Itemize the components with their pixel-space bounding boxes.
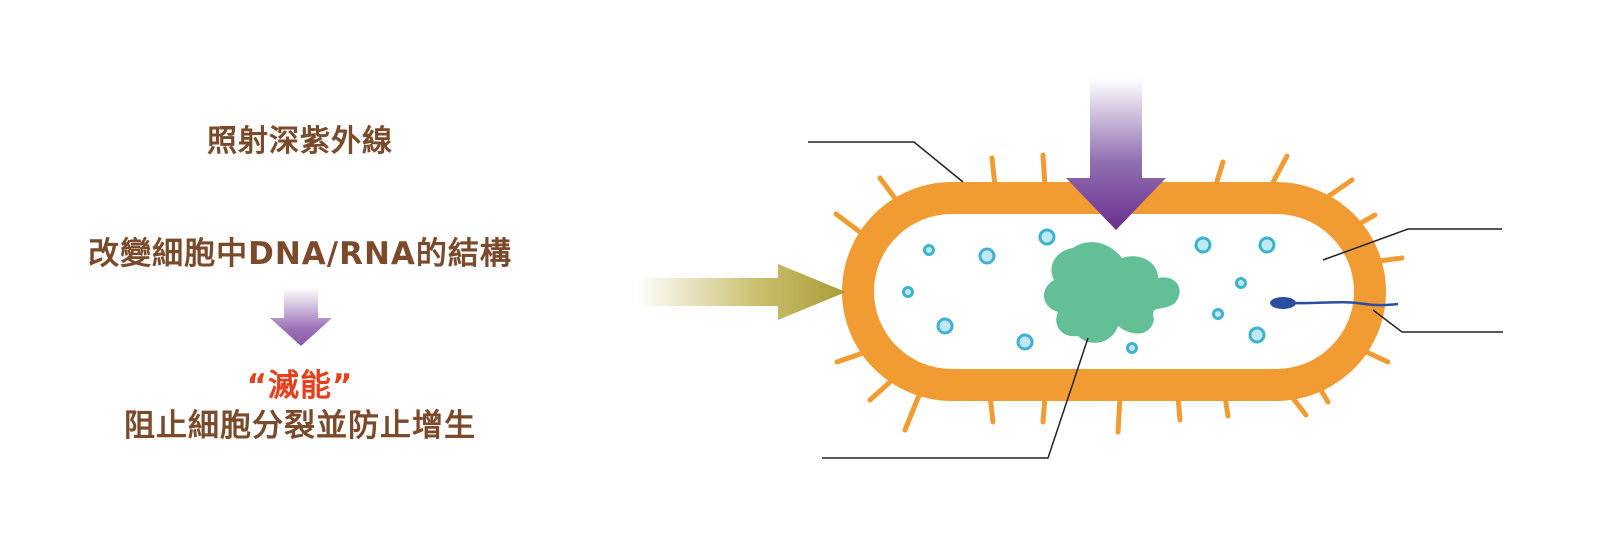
- leader-lines: [808, 141, 1503, 459]
- inactivation-label: “滅能”: [246, 368, 354, 404]
- flagellum-leader: [1372, 309, 1503, 333]
- stop-growth-text: 阻止細胞分裂並防止增生: [124, 408, 476, 444]
- ribosomes: [902, 228, 1276, 354]
- uv-light-side-arrow-icon: [636, 264, 846, 320]
- dna-rna-change-text: 改變細胞中DNA/RNA的結構: [88, 236, 512, 272]
- uv-light-down-arrow-icon: [1066, 78, 1166, 230]
- nucleoid: [1043, 242, 1180, 343]
- nucleoid-leader: [822, 337, 1089, 459]
- uv-title: 照射深紫外線: [207, 124, 393, 159]
- small-down-arrow-icon: [270, 288, 332, 346]
- cell-wall-leader: [808, 141, 964, 183]
- cytoplasm-leader: [1322, 228, 1502, 261]
- flagellum: [1270, 297, 1399, 309]
